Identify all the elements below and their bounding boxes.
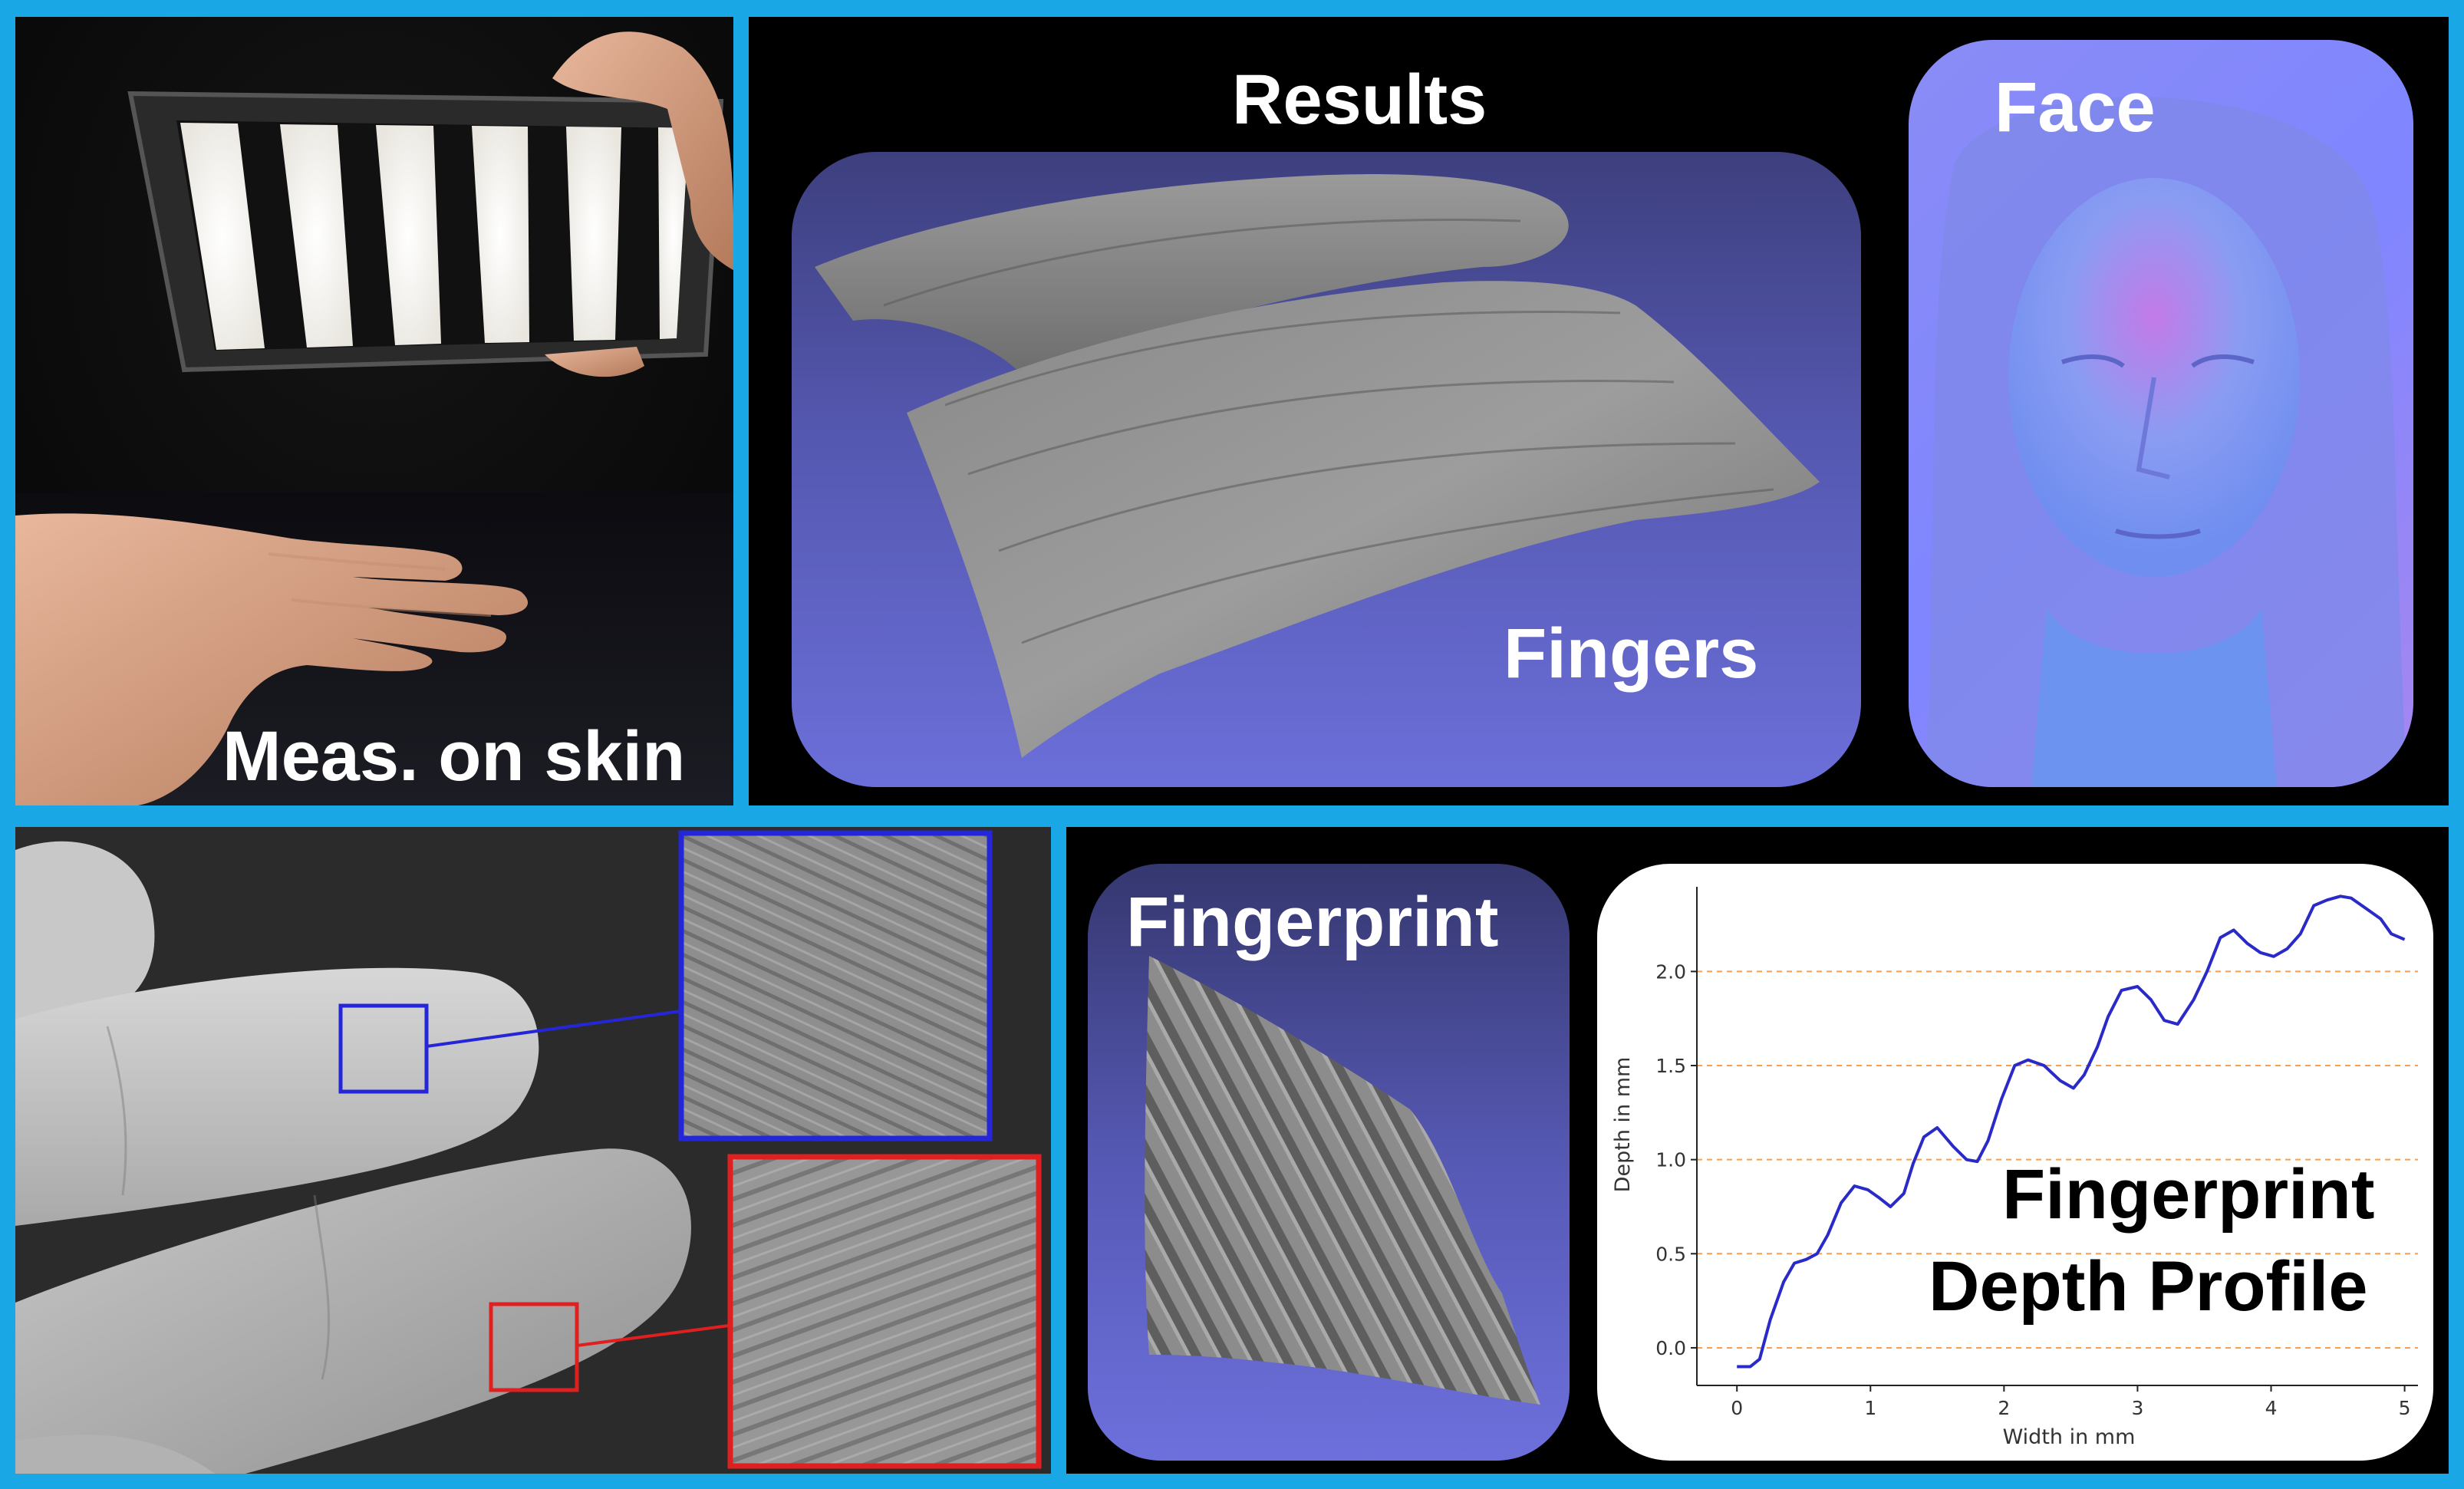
y-tick-label: 1.5 <box>1655 1055 1686 1077</box>
x-tick-label: 0 <box>1731 1397 1743 1419</box>
measurement-label: Meas. on skin <box>222 717 686 796</box>
x-tick-label: 4 <box>2265 1397 2278 1419</box>
y-axis-label: Depth in mm <box>1611 1057 1635 1193</box>
depth-profile-card: 0.0 0.5 1.0 1.5 2.0 0 1 2 3 4 5 Width in mm Depth … <box>1597 864 2433 1461</box>
face-label: Face <box>1995 68 2156 147</box>
fingerprint-mesh-render <box>1145 956 1540 1405</box>
fingertip-photo-panel <box>15 827 1051 1474</box>
y-tick-label: 2.0 <box>1655 960 1686 983</box>
x-axis-label: Width in mm <box>2003 1425 2136 1449</box>
depth-profile-label-line2: Depth Profile <box>1929 1247 2368 1326</box>
x-tick-label: 1 <box>1864 1397 1876 1419</box>
fingerprint-mesh-label: Fingerprint <box>1126 883 1499 961</box>
fingertip-photo <box>15 827 1051 1474</box>
x-tick-label: 3 <box>2131 1397 2143 1419</box>
fingers-mesh-render <box>815 174 1820 759</box>
x-tick-label: 2 <box>1998 1397 2010 1419</box>
results-panel: Results <box>749 17 2449 805</box>
depth-profile-chart: 0.0 0.5 1.0 1.5 2.0 0 1 2 3 4 5 Width in mm Depth … <box>1611 887 2418 1449</box>
y-tick-label: 1.0 <box>1655 1149 1686 1171</box>
fingers-label: Fingers <box>1504 614 1759 693</box>
fingers-mesh-card: Fingers <box>792 152 1861 787</box>
fingerprint-mesh-card: Fingerprint <box>1088 864 1570 1461</box>
measurement-panel: Meas. on skin <box>15 17 733 805</box>
depth-profile-line <box>1737 894 2406 1369</box>
fingerprint-panel: Fingerprint 0.0 0.5 1.0 1.5 2.0 0 1 2 3 4 5 Width … <box>1066 827 2449 1474</box>
y-tick-label: 0.0 <box>1655 1337 1686 1359</box>
face-normal-map-render <box>1924 97 2407 787</box>
x-tick-label: 5 <box>2399 1397 2411 1419</box>
depth-profile-label-line1: Fingerprint <box>2002 1155 2375 1234</box>
results-title: Results <box>1232 61 1487 139</box>
face-normal-map-card: Face <box>1909 40 2413 787</box>
measurement-photo <box>15 17 733 805</box>
y-tick-label: 0.5 <box>1655 1243 1686 1265</box>
